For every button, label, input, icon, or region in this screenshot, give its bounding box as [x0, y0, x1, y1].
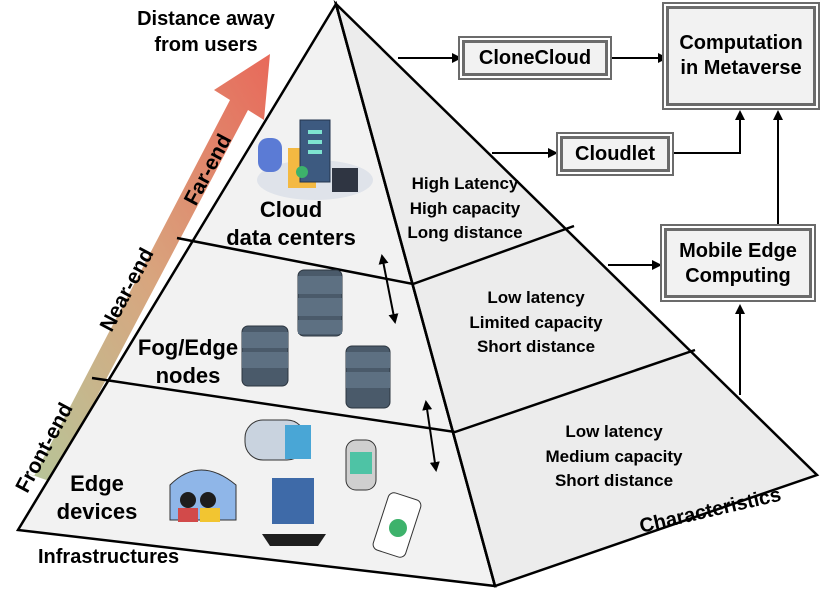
layer-name-fog: Fog/Edge nodes — [137, 335, 239, 388]
fog-server-icon — [241, 269, 391, 409]
cloudlet-box: Cloudlet — [560, 136, 670, 172]
characteristics-cloud: High Latency High capacity Long distance — [407, 174, 523, 243]
characteristics-fog: Low latency Limited capacity Short dista… — [469, 288, 603, 357]
clonecloud-box: CloneCloud — [462, 40, 608, 76]
connector-arrows — [398, 53, 783, 395]
double-arrow-lower — [422, 400, 440, 472]
cloud-datacenter-icon — [257, 119, 373, 200]
double-arrow-upper — [378, 254, 399, 324]
layer-name-cloud: Cloud data centers — [226, 197, 356, 250]
layer-name-edge: Edge devices — [56, 471, 138, 524]
infrastructure-caption: Infrastructures — [38, 546, 180, 568]
characteristics-edge: Low latency Medium capacity Short distan… — [545, 422, 683, 491]
layer-divider-bottom — [91, 348, 696, 434]
distance-gradient-arrow — [18, 54, 270, 482]
layer-divider-top — [176, 224, 575, 286]
distance-label: Distance away from users — [137, 8, 275, 56]
edge-devices-icons — [169, 419, 422, 558]
mobile-edge-computing-box: Mobile Edge Computing — [664, 228, 812, 298]
metaverse-computation-box: Computation in Metaverse — [666, 6, 816, 106]
